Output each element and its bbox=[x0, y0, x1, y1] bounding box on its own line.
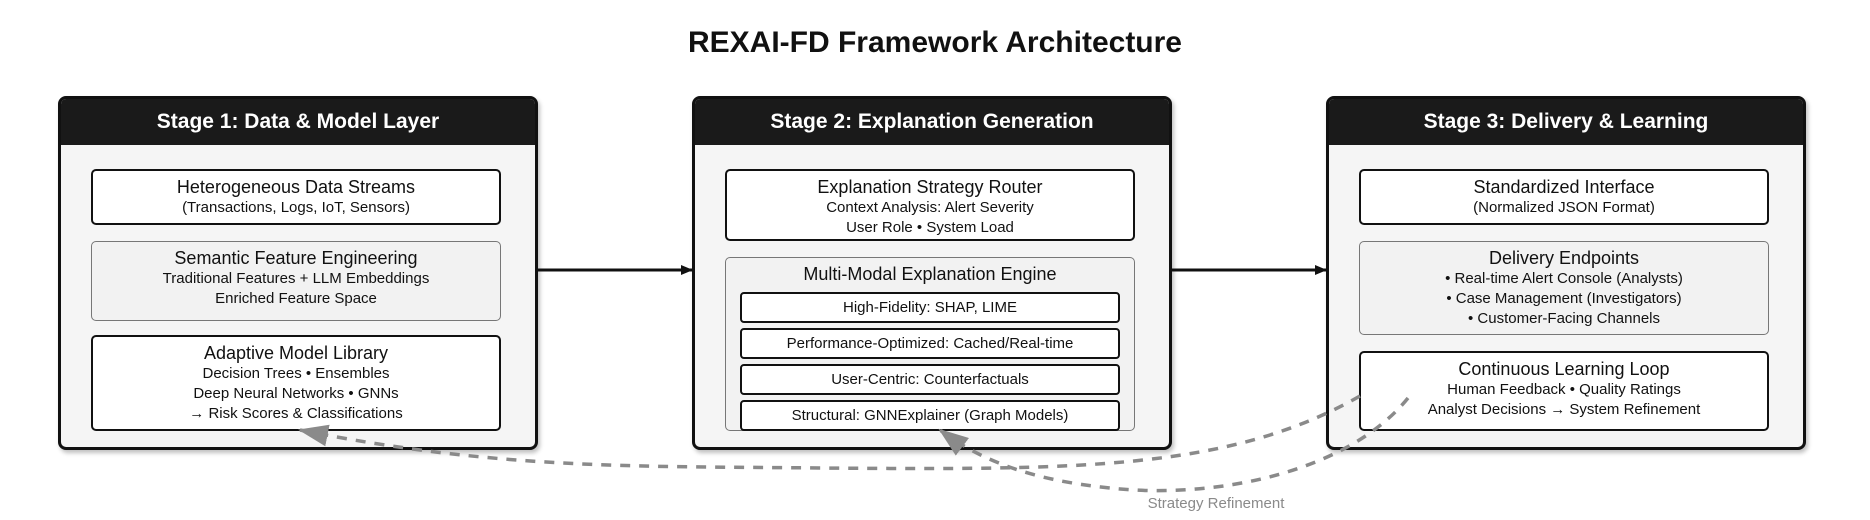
delivery-endpoints-line: • Real-time Alert Console (Analysts) bbox=[1445, 270, 1683, 287]
standardized-interface-line: (Normalized JSON Format) bbox=[1473, 199, 1655, 216]
strategy-router-line: Context Analysis: Alert Severity bbox=[826, 199, 1034, 216]
stage-3-panel: Stage 3: Delivery & Learning Standardize… bbox=[1326, 96, 1806, 450]
engine-item-performance: Performance-Optimized: Cached/Real-time bbox=[740, 328, 1120, 359]
data-streams-line: (Transactions, Logs, IoT, Sensors) bbox=[182, 199, 410, 216]
model-library-line: Deep Neural Networks • GNNs bbox=[193, 385, 399, 402]
feature-engineering-line: Traditional Features + LLM Embeddings bbox=[162, 270, 430, 287]
model-library-title: Adaptive Model Library bbox=[203, 343, 389, 363]
data-streams-title: Heterogeneous Data Streams bbox=[176, 177, 416, 197]
data-streams-box: Heterogeneous Data Streams (Transactions… bbox=[91, 169, 501, 225]
diagram-title: REXAI-FD Framework Architecture bbox=[687, 26, 1182, 59]
stage-1-header: Stage 1: Data & Model Layer bbox=[61, 99, 535, 145]
feature-engineering-box: Semantic Feature Engineering Traditional… bbox=[91, 241, 501, 321]
explanation-engine-box: Multi-Modal Explanation Engine High-Fide… bbox=[725, 257, 1135, 431]
feature-engineering-title: Semantic Feature Engineering bbox=[174, 248, 418, 268]
model-library-box: Adaptive Model Library Decision Trees • … bbox=[91, 335, 501, 431]
delivery-endpoints-line: • Case Management (Investigators) bbox=[1446, 290, 1682, 307]
learning-loop-box: Continuous Learning Loop Human Feedback … bbox=[1359, 351, 1769, 431]
strategy-router-box: Explanation Strategy Router Context Anal… bbox=[725, 169, 1135, 241]
strategy-refinement-label: Strategy Refinement bbox=[1148, 495, 1286, 512]
engine-item-structural: Structural: GNNExplainer (Graph Models) bbox=[740, 400, 1120, 431]
delivery-endpoints-line: • Customer-Facing Channels bbox=[1468, 310, 1660, 327]
feature-engineering-line: Enriched Feature Space bbox=[215, 290, 377, 307]
learning-loop-title: Continuous Learning Loop bbox=[1458, 359, 1670, 379]
delivery-endpoints-box: Delivery Endpoints • Real-time Alert Con… bbox=[1359, 241, 1769, 335]
strategy-router-title: Explanation Strategy Router bbox=[817, 177, 1043, 197]
explanation-engine-title: Multi-Modal Explanation Engine bbox=[803, 264, 1057, 284]
learning-loop-line: Human Feedback • Quality Ratings bbox=[1447, 381, 1681, 398]
standardized-interface-box: Standardized Interface (Normalized JSON … bbox=[1359, 169, 1769, 225]
stage-2-header: Stage 2: Explanation Generation bbox=[695, 99, 1169, 145]
standardized-interface-title: Standardized Interface bbox=[1473, 177, 1655, 197]
stage-1-panel: Stage 1: Data & Model Layer Heterogeneou… bbox=[58, 96, 538, 450]
stage-3-header: Stage 3: Delivery & Learning bbox=[1329, 99, 1803, 145]
model-library-line: → Risk Scores & Classifications bbox=[189, 405, 403, 422]
model-library-line: Decision Trees • Ensembles bbox=[202, 365, 390, 382]
engine-item-user-centric: User-Centric: Counterfactuals bbox=[740, 364, 1120, 395]
strategy-router-line: User Role • System Load bbox=[846, 219, 1014, 236]
stage-2-panel: Stage 2: Explanation Generation Explanat… bbox=[692, 96, 1172, 450]
learning-loop-line: Analyst Decisions → System Refinement bbox=[1427, 401, 1701, 418]
delivery-endpoints-title: Delivery Endpoints bbox=[1488, 248, 1640, 268]
engine-item-high-fidelity: High-Fidelity: SHAP, LIME bbox=[740, 292, 1120, 323]
